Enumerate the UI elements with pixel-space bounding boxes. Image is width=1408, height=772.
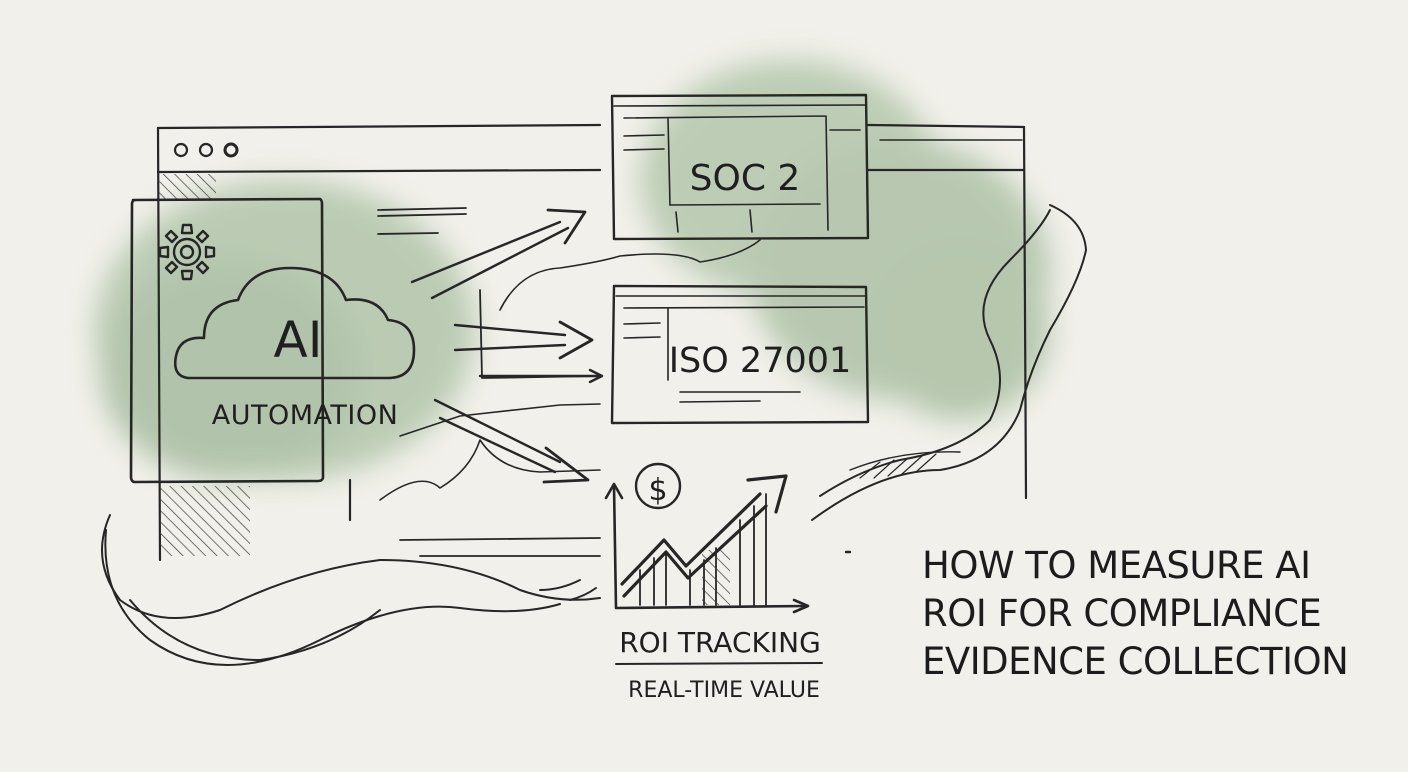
iso27001-card: ISO 27001 (610, 284, 870, 425)
ai-title: AI (274, 311, 323, 369)
dollar-icon: $ (648, 473, 667, 508)
window-dot-icon (173, 142, 189, 158)
headline-line: EVIDENCE COLLECTION (922, 640, 1349, 683)
dollar-icon-circle (634, 462, 682, 510)
headline: HOW TO MEASURE AI ROI FOR COMPLIANCE EVI… (922, 542, 1382, 686)
roi-trend-arrow (620, 492, 768, 598)
soc2-label: SOC 2 (690, 158, 801, 199)
roi-chart: $ ROI TRACKING REAL-TIME VALUE (604, 462, 823, 703)
ai-subtitle: AUTOMATION (212, 400, 399, 431)
roi-caption: REAL-TIME VALUE (628, 678, 820, 703)
soc2-card: SOC 2 (610, 93, 870, 241)
roi-label: ROI TRACKING (619, 626, 821, 659)
cloud-icon (173, 266, 416, 380)
flow-arrows (379, 208, 761, 557)
window-dot-icon (223, 142, 239, 158)
browser-window (156, 123, 1028, 562)
watercolor-washes (95, 60, 1050, 480)
gear-icon (158, 223, 216, 281)
iso27001-label: ISO 27001 (669, 341, 852, 381)
ai-automation-panel: AI AUTOMATION (129, 197, 416, 484)
flow-ribbons (101, 204, 1087, 666)
headline-line: ROI FOR COMPLIANCE (922, 592, 1322, 635)
headline-line: HOW TO MEASURE AI (922, 544, 1311, 587)
window-dot-icon (198, 142, 214, 158)
